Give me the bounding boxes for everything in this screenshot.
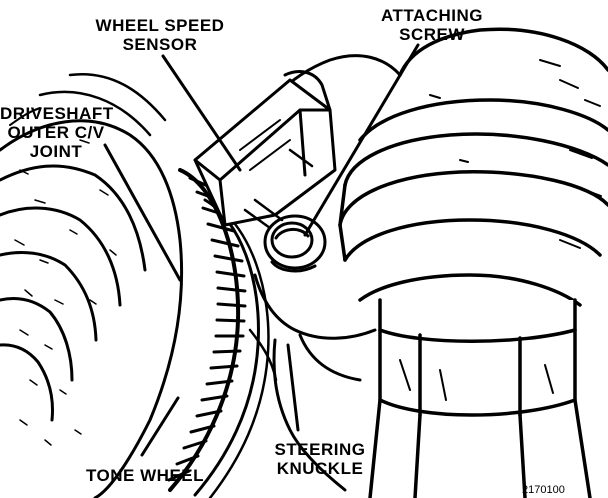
attaching-screw-label: ATTACHING SCREW bbox=[380, 6, 484, 44]
wheel-speed-sensor-label: WHEEL SPEED SENSOR bbox=[95, 16, 225, 54]
tone-wheel-label: TONE WHEEL bbox=[85, 466, 205, 485]
cv-joint-boot bbox=[0, 72, 184, 498]
leader-lines bbox=[103, 43, 420, 457]
wheel-speed-sensor bbox=[193, 70, 337, 227]
driveshaft-joint-label: DRIVESHAFT OUTER C/V JOINT bbox=[0, 104, 114, 161]
hub-shading bbox=[399, 59, 602, 401]
figure-code: 2170100 bbox=[522, 484, 565, 496]
boot-shading bbox=[14, 139, 117, 446]
hub-assembly bbox=[338, 27, 608, 498]
steering-knuckle-label: STEERING KNUCKLE bbox=[274, 440, 366, 478]
